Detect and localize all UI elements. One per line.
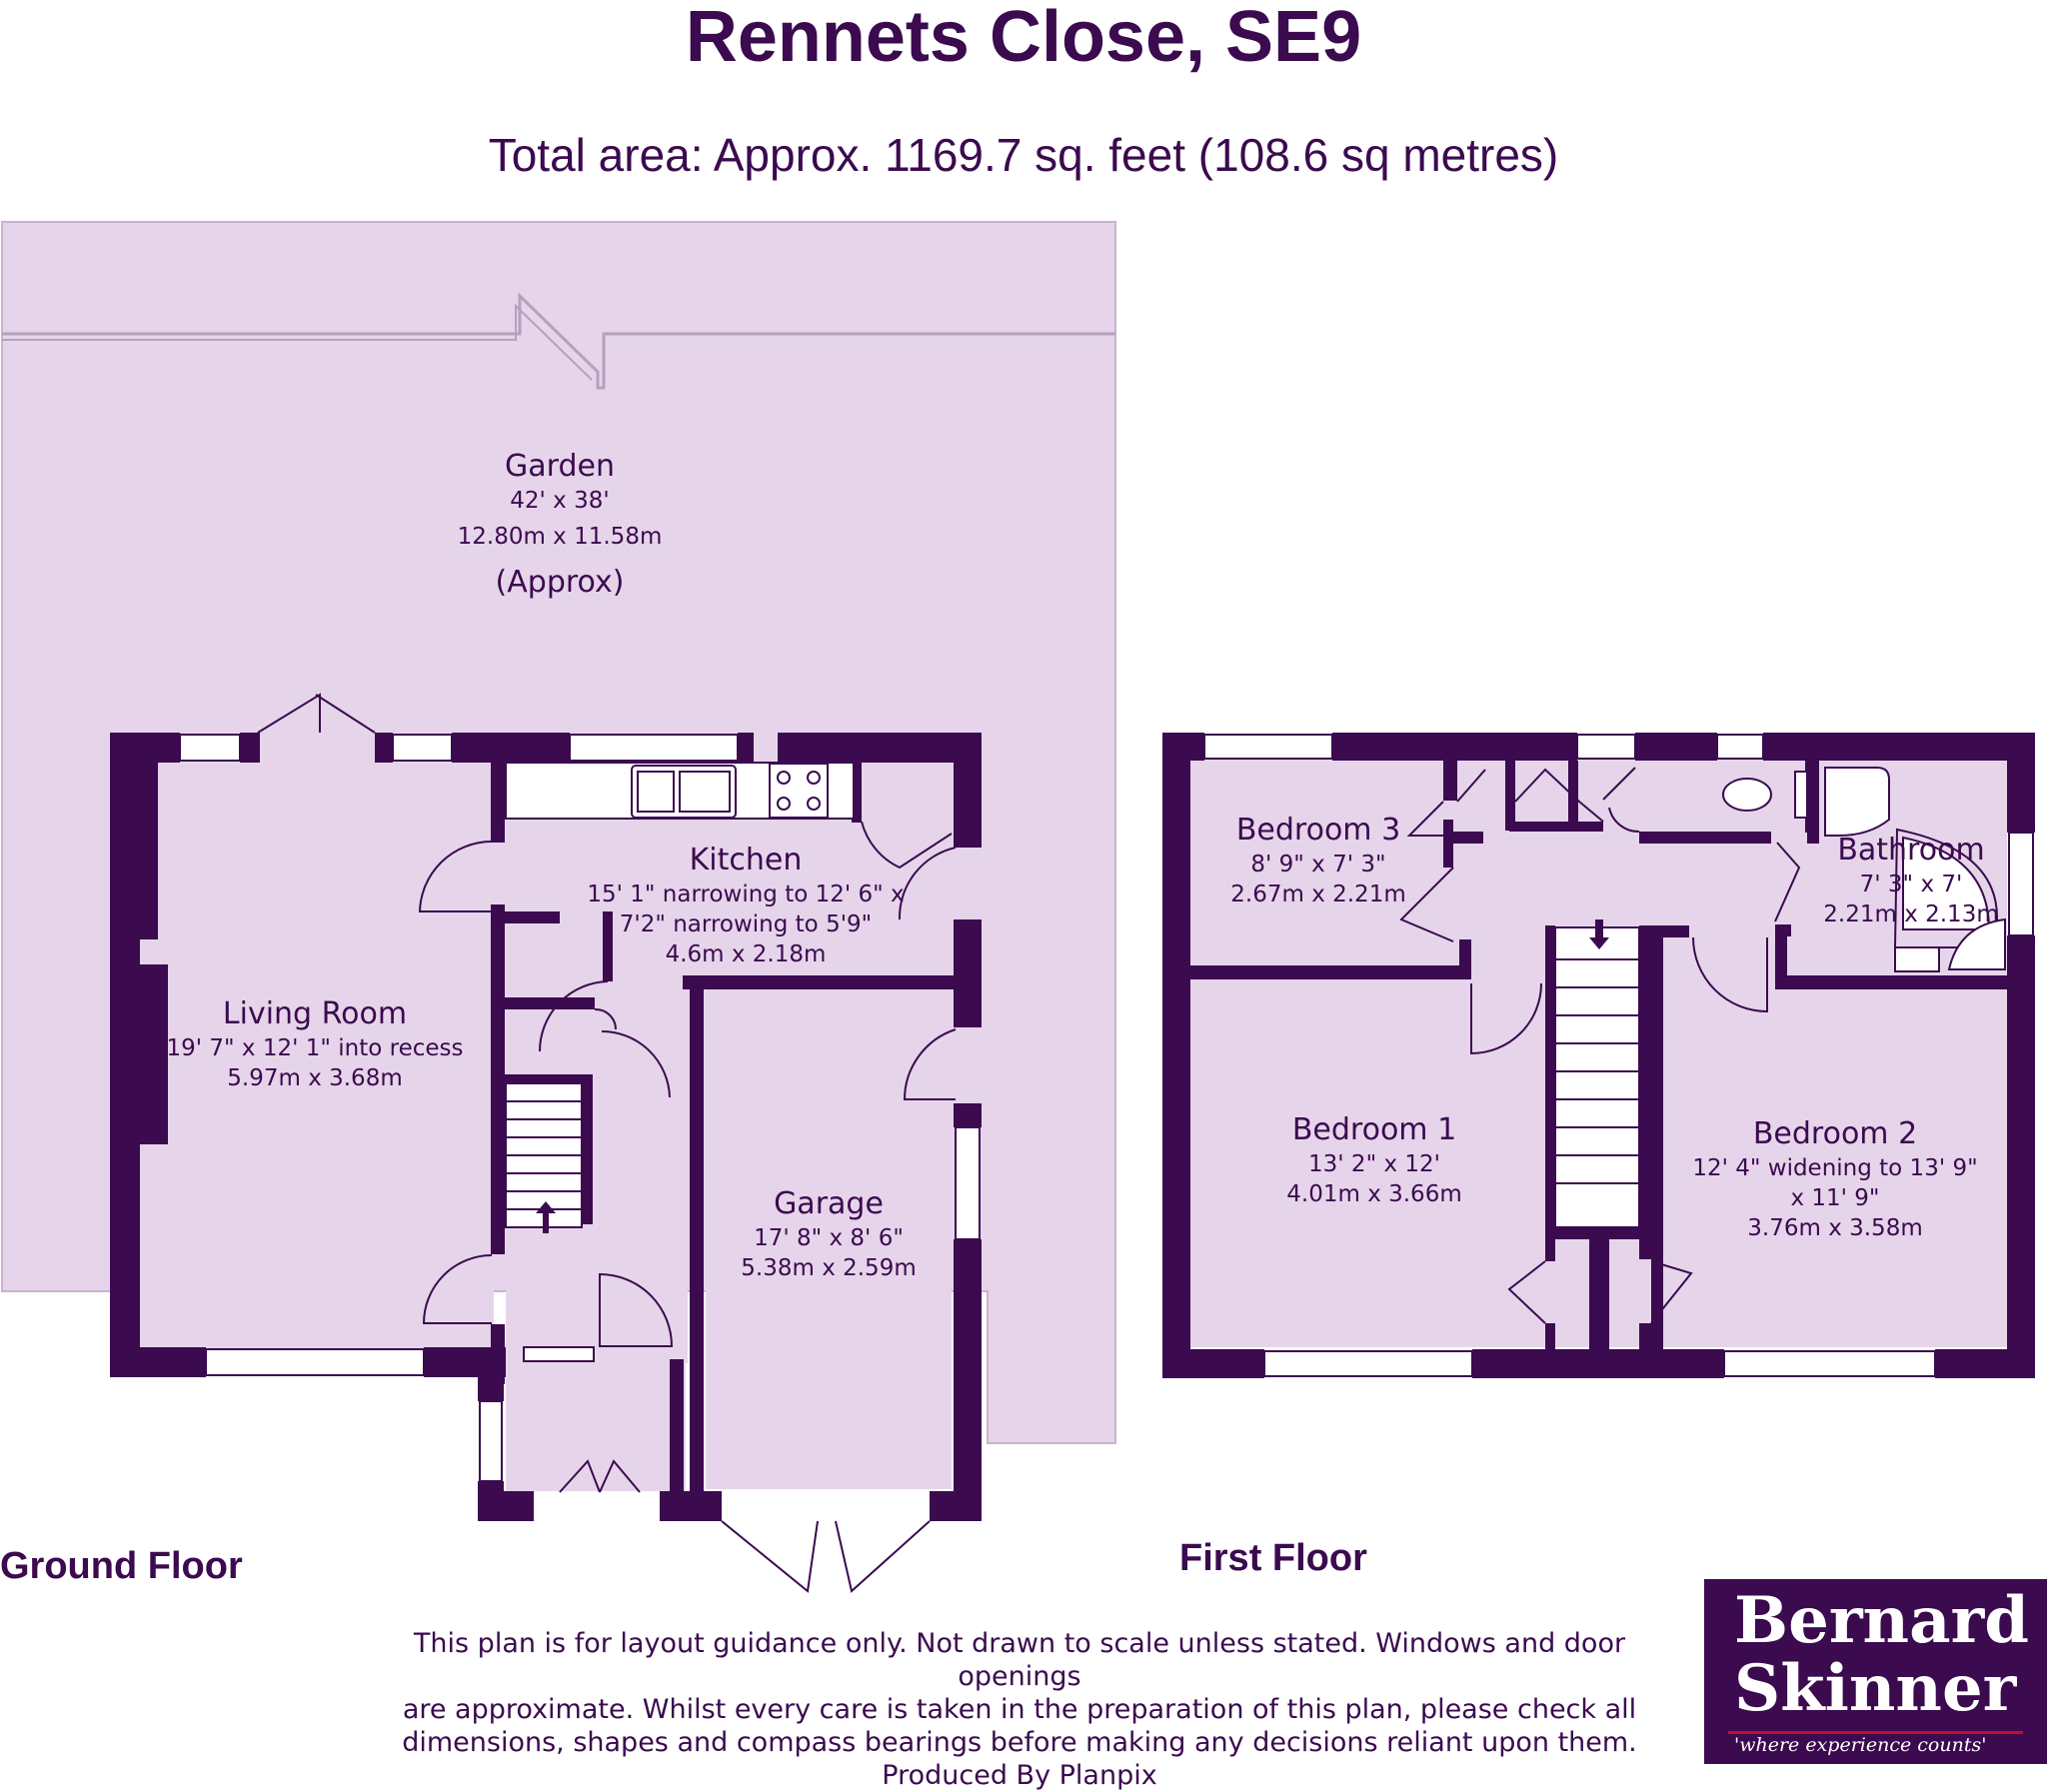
garden-imperial: 42' x 38' xyxy=(510,488,610,514)
garden-name: Garden xyxy=(505,449,615,484)
garden-boundary-line xyxy=(2,292,1115,390)
disclaimer-line-3: dimensions, shapes and compass bearings … xyxy=(402,1727,1637,1758)
logo-line-2: Skinner xyxy=(1734,1651,2017,1726)
bedroom-3-metric: 2.67m x 2.21m xyxy=(1230,882,1406,907)
disclaimer-line-1: This plan is for layout guidance only. N… xyxy=(413,1628,1626,1692)
bedroom-2-name: Bedroom 2 xyxy=(1752,1116,1918,1151)
first-floor-doors xyxy=(1399,767,1801,1324)
bernard-skinner-logo: Bernard Skinner 'where experience counts… xyxy=(1704,1579,2047,1764)
bedroom-2-imperial: 12' 4" widening to 13' 9" xyxy=(1692,1155,1978,1181)
ground-floor-walls xyxy=(110,733,982,1521)
kitchen-worktop xyxy=(505,762,855,820)
disclaimer-line-2: are approximate. Whilst every care is ta… xyxy=(402,1694,1637,1725)
logo-accent-bar xyxy=(1728,1731,2023,1734)
ground-floor-label: Ground Floor xyxy=(0,1545,243,1587)
kitchen-metric: 4.6m x 2.18m xyxy=(665,941,827,967)
living-room-metric: 5.97m x 3.68m xyxy=(227,1065,403,1091)
garden-boundary-line-inner xyxy=(2,303,593,381)
bedroom-3-imperial: 8' 9" x 7' 3" xyxy=(1250,852,1386,878)
bedroom-2-metric: 3.76m x 3.58m xyxy=(1747,1215,1923,1241)
living-room-name: Living Room xyxy=(222,996,408,1031)
first-floor-stairs xyxy=(1554,926,1640,1228)
first-floor-label: First Floor xyxy=(1179,1537,1367,1579)
bathroom-fixtures xyxy=(1722,767,2006,972)
kitchen-imperial: 15' 1" narrowing to 12' 6" x xyxy=(587,882,905,907)
kitchen-name: Kitchen xyxy=(689,843,803,878)
garage-label: Garage 17' 8" x 8' 6" 5.38m x 2.59m xyxy=(706,1185,952,1283)
ground-floor-doors xyxy=(257,693,957,1593)
garden-metric: 12.80m x 11.58m xyxy=(457,524,663,550)
kitchen-label: Kitchen 15' 1" narrowing to 12' 6" x 7'2… xyxy=(586,842,906,969)
first-floor-windows xyxy=(1203,734,2034,1377)
living-room-label: Living Room 19' 7" x 12' 1" into recess … xyxy=(160,995,470,1093)
bedroom-1-label: Bedroom 1 13' 2" x 12' 4.01m x 3.66m xyxy=(1239,1111,1509,1209)
page-title: Rennets Close, SE9 xyxy=(685,0,1362,77)
kitchen-imperial-2: 7'2" narrowing to 5'9" xyxy=(619,911,873,937)
logo-tagline: 'where experience counts' xyxy=(1734,1734,1987,1756)
bedroom-2-label: Bedroom 2 12' 4" widening to 13' 9" x 11… xyxy=(1667,1115,2003,1243)
total-area-subtitle: Total area: Approx. 1169.7 sq. feet (108… xyxy=(488,129,1559,181)
garage-name: Garage xyxy=(774,1186,884,1221)
bathroom-imperial: 7' 3" x 7' xyxy=(1859,872,1963,897)
bedroom-3-name: Bedroom 3 xyxy=(1235,813,1401,848)
ground-floor-windows xyxy=(179,734,981,1482)
bathroom-name: Bathroom xyxy=(1837,833,1985,868)
bedroom-1-imperial: 13' 2" x 12' xyxy=(1308,1151,1440,1177)
logo-line-1: Bernard xyxy=(1734,1583,2029,1658)
stairs-down-arrow xyxy=(1589,919,1609,949)
bedroom-1-name: Bedroom 1 xyxy=(1291,1112,1457,1147)
bedroom-1-metric: 4.01m x 3.66m xyxy=(1286,1181,1462,1207)
ground-floor-stairs xyxy=(505,1082,583,1228)
garden-label: Garden 42' x 38' 12.80m x 11.58m (Approx… xyxy=(420,448,700,602)
living-room-imperial: 19' 7" x 12' 1" into recess xyxy=(166,1035,464,1061)
bedroom-2-imperial-2: x 11' 9" xyxy=(1790,1185,1880,1211)
bathroom-metric: 2.21m x 2.13m xyxy=(1823,901,1999,927)
garage-metric: 5.38m x 2.59m xyxy=(741,1255,917,1281)
bedroom-3-label: Bedroom 3 8' 9" x 7' 3" 2.67m x 2.21m xyxy=(1199,812,1437,909)
bathroom-label: Bathroom 7' 3" x 7' 2.21m x 2.13m xyxy=(1821,832,2001,929)
stairs-up-arrow xyxy=(536,1201,556,1233)
disclaimer: This plan is for layout guidance only. N… xyxy=(380,1627,1659,1792)
first-floor-walls xyxy=(1162,733,2035,1378)
garage-imperial: 17' 8" x 8' 6" xyxy=(754,1225,904,1251)
garden-note: (Approx) xyxy=(495,565,625,600)
